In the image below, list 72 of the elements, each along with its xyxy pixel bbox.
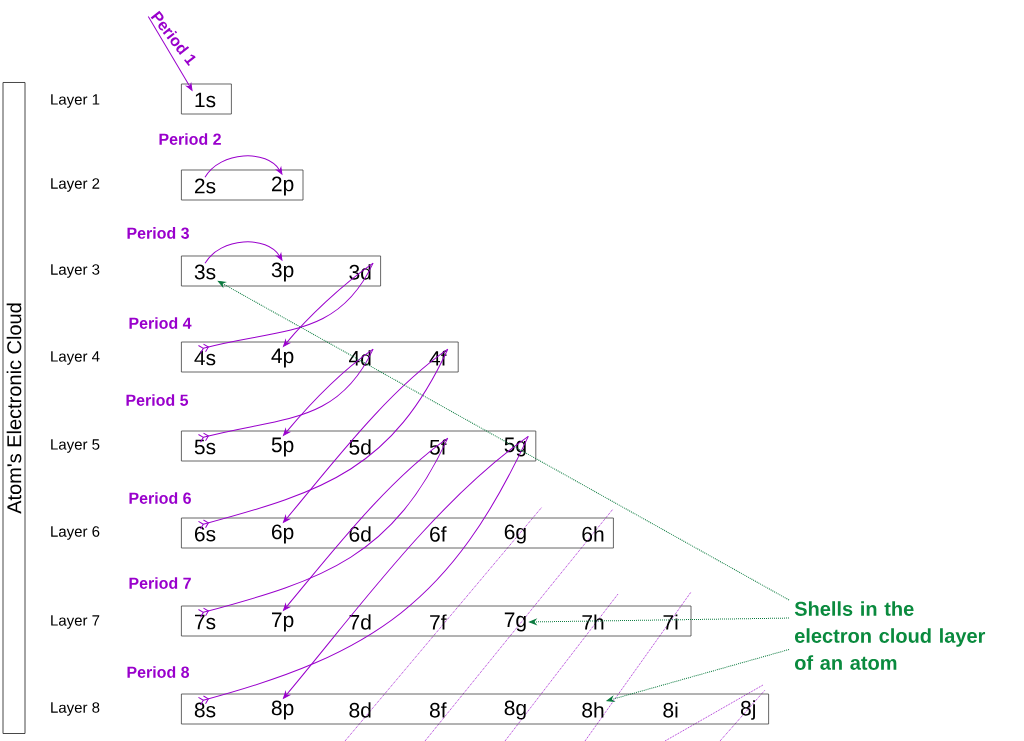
- cloud-box: Atom's Electronic Cloud: [2, 82, 26, 734]
- period-label: Period 4: [129, 317, 192, 329]
- arrow: [197, 348, 374, 443]
- arrow: [606, 649, 790, 702]
- subshell-label: 4s: [194, 350, 216, 366]
- subshell-label: 8s: [194, 702, 216, 718]
- period-label: Period 8: [127, 666, 190, 678]
- arrow: [197, 348, 449, 530]
- subshell-label: 8f: [429, 702, 447, 718]
- arrow: [147, 16, 193, 91]
- subshell-label: 6g: [504, 524, 526, 544]
- annotation-text: Shells in the electron cloud layer of an atom: [794, 601, 986, 670]
- arrow: [204, 155, 283, 178]
- subshell-label: 8i: [663, 702, 678, 718]
- subshell-label: 5d: [349, 439, 371, 455]
- layer-box: [181, 430, 537, 462]
- arrow: [283, 348, 374, 436]
- layer-label: Layer 4: [51, 351, 100, 365]
- arrow: [197, 435, 529, 706]
- subshell-label: 8d: [349, 702, 371, 718]
- arrow: [197, 437, 449, 618]
- period-label: Period 3: [127, 227, 189, 239]
- arrow: [283, 435, 529, 699]
- subshell-label: 5p: [271, 437, 294, 457]
- subshell-label: 2p: [272, 176, 294, 196]
- subshell-label: 6h: [582, 526, 604, 542]
- subshell-label: 3s: [194, 264, 216, 280]
- subshell-label: 5s: [194, 439, 216, 455]
- layer-box: [181, 517, 614, 549]
- layer-box: [181, 169, 304, 201]
- layer-box: [181, 605, 692, 637]
- layer-label: Layer 2: [51, 178, 100, 192]
- subshell-label: 4p: [271, 348, 294, 368]
- subshell-label: 7d: [349, 614, 371, 630]
- arrow: [218, 280, 790, 601]
- subshell-label: 1s: [195, 92, 216, 108]
- arrow: [197, 262, 374, 354]
- arrow: [283, 437, 449, 611]
- subshell-label: 8h: [582, 702, 604, 718]
- subshell-label: 7f: [430, 614, 447, 630]
- subshell-label: 6p: [272, 524, 294, 544]
- period-label: Period 2: [159, 133, 221, 145]
- subshell-label: 6s: [195, 526, 216, 542]
- period-label: Period 5: [126, 394, 189, 406]
- layer-label: Layer 5: [51, 439, 100, 453]
- subshell-label: 6f: [430, 526, 447, 542]
- layer-label: Layer 8: [51, 702, 100, 716]
- subshell-label: 7s: [195, 614, 216, 630]
- layer-label: Layer 7: [51, 615, 100, 629]
- layer-label: Layer 3: [51, 264, 100, 278]
- layer-box: [181, 255, 381, 287]
- subshell-label: 7p: [272, 612, 294, 632]
- layer-box: [181, 693, 769, 725]
- layer-label: Layer 1: [51, 94, 100, 108]
- arrow: [283, 348, 449, 523]
- subshell-label: 7h: [582, 614, 604, 630]
- arrow: [529, 617, 790, 625]
- arrow: [283, 262, 374, 347]
- layer-box: [181, 83, 232, 115]
- subshell-label: 8g: [504, 700, 526, 720]
- subshell-label: 6d: [349, 526, 371, 542]
- subshell-label: 7i: [663, 614, 678, 630]
- layer-box: [181, 341, 459, 373]
- layer-label: Layer 6: [51, 526, 100, 540]
- subshell-label: 8p: [271, 700, 294, 720]
- subshell-label: 2s: [194, 178, 216, 194]
- subshell-label: 8j: [740, 700, 755, 720]
- arrow: [204, 241, 283, 264]
- subshell-label: 7g: [504, 612, 526, 632]
- period-label: Period 6: [129, 492, 191, 504]
- subshell-label: 3p: [271, 262, 294, 282]
- period-label: Period 7: [129, 577, 191, 589]
